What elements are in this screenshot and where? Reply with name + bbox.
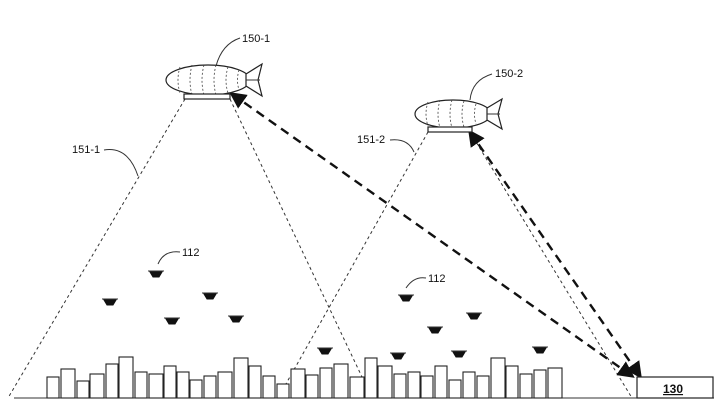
drone	[164, 317, 180, 325]
coverage-cone-2	[277, 131, 633, 399]
drone	[451, 350, 467, 358]
leader-151-1	[103, 149, 139, 177]
drone	[228, 315, 244, 323]
link-airship1-to-airship2	[229, 92, 635, 378]
drone-group-right	[317, 294, 548, 360]
drone	[466, 312, 482, 320]
label-drones-right: 112	[428, 273, 446, 285]
leader-112-left	[157, 251, 181, 265]
leader-150-1	[215, 37, 241, 67]
drone	[532, 346, 548, 354]
leader-151-2	[389, 139, 415, 153]
label-coverage-151-2: 151-2	[357, 134, 385, 146]
drone	[390, 352, 406, 360]
drone	[398, 294, 414, 302]
drone	[427, 326, 443, 334]
link-airship2-to-station	[468, 129, 642, 379]
label-station-130: 130	[663, 382, 683, 396]
label-drones-left: 112	[182, 247, 200, 259]
city-buildings	[46, 356, 563, 399]
drone-group-left	[102, 270, 244, 325]
drone	[148, 270, 164, 278]
airship-150-1	[165, 62, 263, 100]
drone	[202, 292, 218, 300]
drone	[102, 298, 118, 306]
label-airship-150-1: 150-1	[242, 33, 270, 45]
station-130	[636, 376, 714, 399]
leader-150-2	[469, 73, 493, 101]
label-airship-150-2: 150-2	[495, 68, 523, 80]
label-coverage-151-1: 151-1	[72, 144, 100, 156]
leader-112-right	[405, 277, 427, 289]
drone	[317, 347, 333, 355]
airship-150-2	[414, 97, 503, 133]
